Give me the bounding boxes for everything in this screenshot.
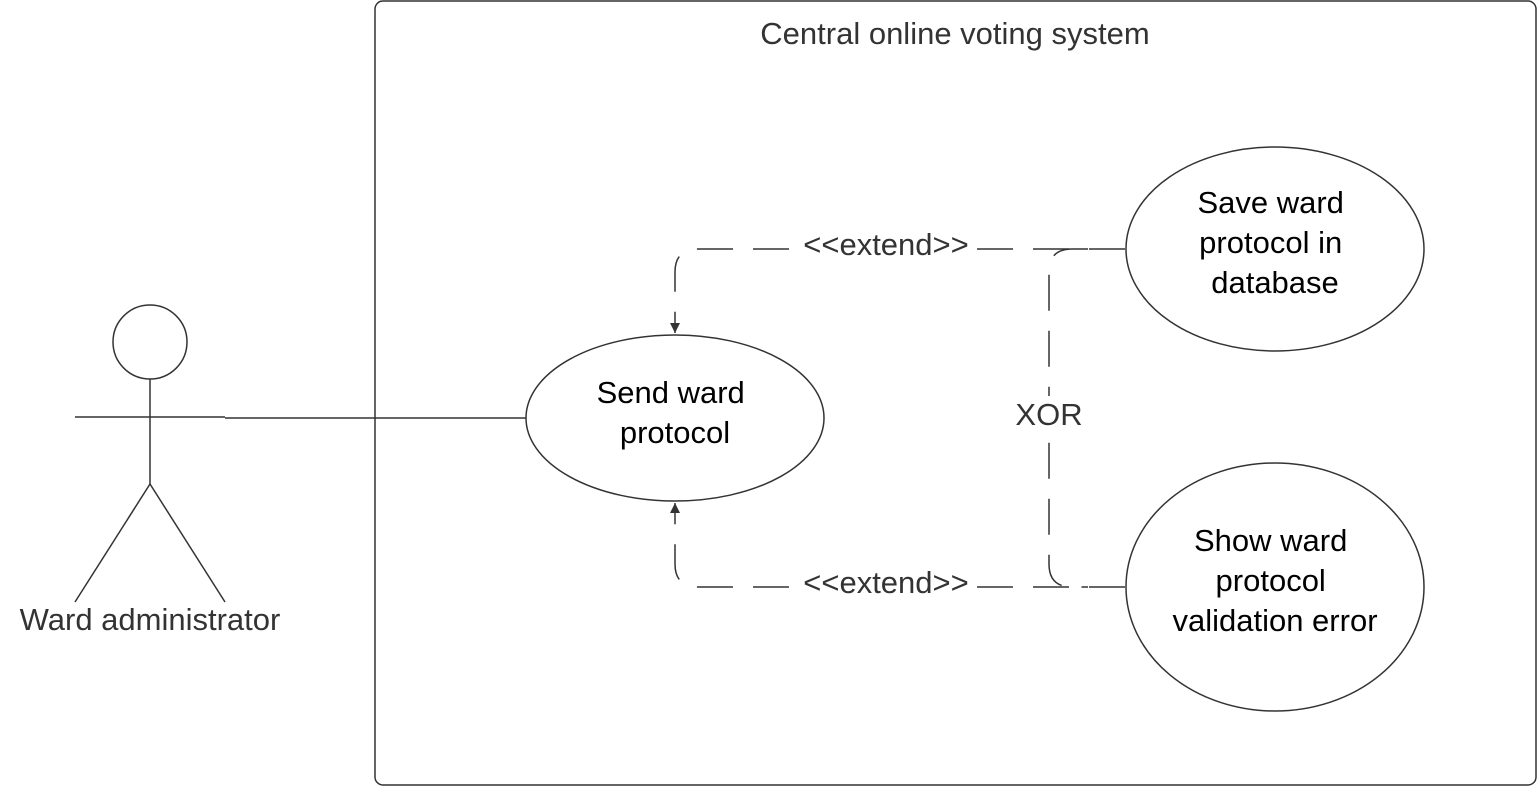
use-case-show-label: Show ward protocol validation error: [1172, 523, 1377, 638]
use-case-send-ward-protocol[interactable]: Send ward protocol: [525, 334, 825, 502]
actor-ward-administrator[interactable]: [74, 304, 226, 603]
use-case-save-ellipse: [1125, 146, 1425, 352]
extend-label-bottom-bg: [795, 564, 977, 602]
actor-name: Ward administrator: [20, 602, 281, 637]
use-case-show-ellipse: [1125, 462, 1425, 712]
actor-right-leg: [149, 483, 226, 603]
use-case-save-label: Save ward protocol in database: [1197, 185, 1352, 300]
use-case-save-line-1: Save ward: [1197, 185, 1343, 220]
xor-label: XOR: [1015, 397, 1082, 432]
use-case-show-line-1: Show ward: [1194, 523, 1347, 558]
extend-arrow-bottom[interactable]: [670, 503, 1125, 588]
use-case-show-line-2: protocol: [1216, 563, 1326, 598]
extend-label-bottom: <<extend>>: [803, 565, 969, 600]
actor-head: [112, 304, 188, 380]
system-title: Central online voting system: [760, 16, 1149, 51]
extend-arrow-top[interactable]: [670, 248, 1125, 333]
extend-label-top: <<extend>>: [803, 227, 969, 262]
use-case-save-line-3: database: [1211, 265, 1339, 300]
use-case-send-line-2: protocol: [620, 415, 730, 450]
xor-label-bg: [1012, 396, 1086, 434]
extend-label-top-bg: [795, 226, 977, 264]
use-case-show-line-3: validation error: [1172, 603, 1377, 638]
use-case-send-label: Send ward protocol: [597, 375, 754, 450]
use-case-send-line-1: Send ward: [597, 375, 745, 410]
use-case-send-ellipse: [525, 334, 825, 502]
use-case-save-ward-protocol[interactable]: Save ward protocol in database: [1125, 146, 1425, 352]
use-case-save-line-2: protocol in: [1199, 225, 1342, 260]
actor-left-leg: [74, 483, 151, 603]
use-case-show-validation-error[interactable]: Show ward protocol validation error: [1125, 462, 1425, 712]
